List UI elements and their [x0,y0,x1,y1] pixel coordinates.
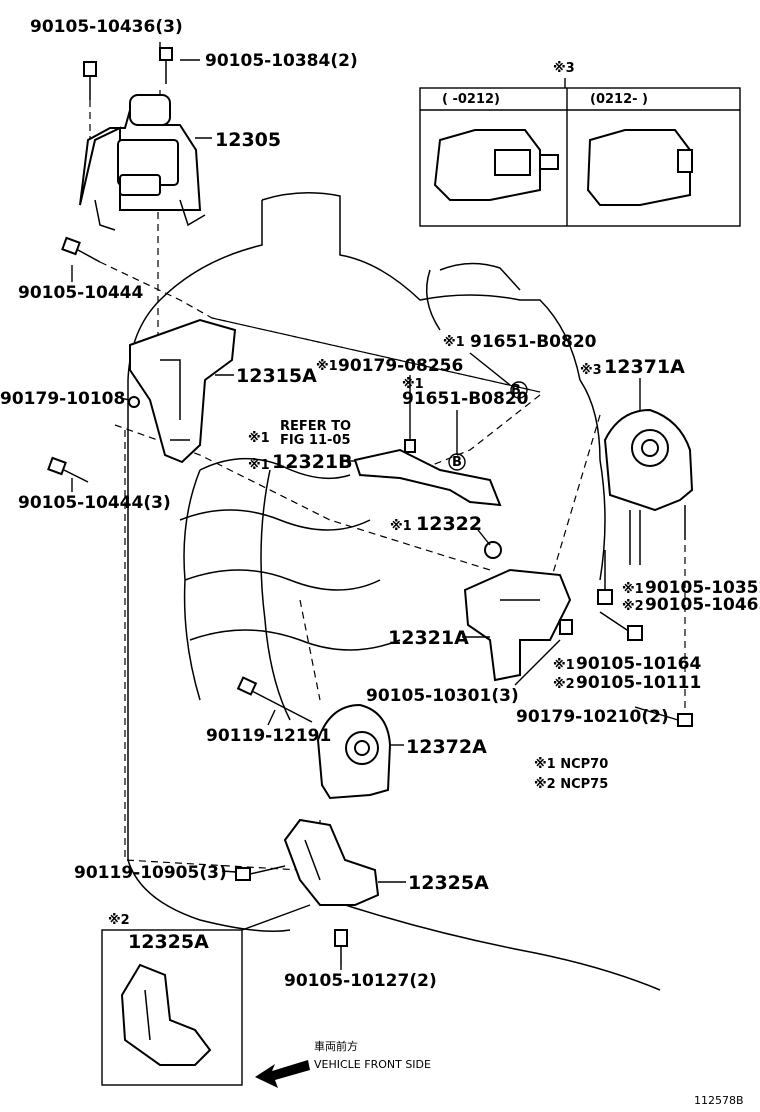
part-12321A-bracket [463,568,573,682]
bolt-90105-10436 [83,61,97,100]
mark-1-c: ※1 [402,377,424,392]
label-90105-10444: 90105-10444 [18,283,144,303]
front-arrow-icon [255,1060,310,1088]
bolt-90105-10164 [599,611,643,641]
label-90179-10210: 90179-10210(2) [516,707,669,727]
mark-1-f: ※1 [390,519,412,534]
mark-3-a: ※3 [580,363,602,378]
part-12321B-bracket [353,381,528,507]
label-90105-10465: 90105-10465 [645,595,760,615]
legend-ncp75: ※2 NCP75 [534,777,608,792]
bolt-90105-10444-3 [47,456,89,483]
bolt-90105-10352 [597,550,613,605]
front-side-english: VEHICLE FRONT SIDE [314,1058,431,1071]
mark-1-d: ※1 [248,431,270,446]
label-12321A: 12321A [388,627,469,649]
callout-b-lower: B [452,455,462,470]
label-12325A: 12325A [408,872,489,894]
label-90119-10905: 90119-10905(3) [74,863,227,883]
part-12325A-bracket [235,818,380,965]
label-12322: 12322 [416,513,482,535]
label-12315A: 12315A [236,365,317,387]
inset-header-left: ( -0212) [442,92,500,107]
part-12372A-mount [236,676,392,800]
label-90179-10108: 90179-10108 [0,389,125,409]
label-90105-10127: 90105-10127(2) [284,971,437,991]
nut-90179-10210 [677,713,693,727]
label-12321B: 12321B [272,451,353,473]
part-12322-nut [484,541,502,559]
mark-1-g: ※1 [622,582,644,597]
label-refer-to: REFER TO [280,419,351,434]
leader-lines [71,42,679,970]
inset-12325A-variant [101,904,311,1086]
label-90105-10444-3: 90105-10444(3) [18,493,171,513]
label-12372A: 12372A [406,736,487,758]
label-90105-10301: 90105-10301(3) [366,686,519,706]
engine-outline [127,192,661,991]
part-12371A-mount [603,408,694,565]
label-91651-B0820-a: 91651-B0820 [470,332,597,352]
front-side-japanese: 車両前方 [314,1039,358,1053]
label-91651-B0820-b: 91651-B0820 [402,389,529,409]
inset-top-mark: ※3 [553,61,575,76]
bolt-90105-10444 [61,236,101,263]
mark-1-b: ※1 [316,359,338,374]
label-12305: 12305 [215,129,281,151]
figure-id: 112578B [694,1094,744,1107]
label-90179-08256: 90179-08256 [338,356,463,376]
inset-variants [419,87,741,227]
mark-2-b: ※2 [553,677,575,692]
mark-2-a: ※2 [622,599,644,614]
label-90105-10384: 90105-10384(2) [205,51,358,71]
part-12305-engine-mount [79,94,206,231]
part-labels: 90105-10436(3) 90105-10384(2) 12305 9010… [0,17,760,1107]
label-90105-10436: 90105-10436(3) [30,17,183,37]
label-90119-12191: 90119-12191 [206,726,331,746]
label-90105-10164: 90105-10164 [576,654,702,674]
mark-1-a: ※1 [443,335,465,350]
mark-1-e: ※1 [248,458,270,473]
inset-bottom-mark: ※2 [108,913,130,928]
label-12371A: 12371A [604,356,685,378]
mark-1-h: ※1 [553,658,575,673]
bolt-90105-10384 [159,47,173,84]
label-90105-10352: 90105-10352 [645,578,760,598]
label-fig: FIG 11-05 [280,433,351,448]
part-12315A-bracket [128,318,237,464]
legend-ncp70: ※1 NCP70 [534,757,608,772]
label-12325A-inset: 12325A [128,931,209,953]
inset-header-right: (0212- ) [590,92,648,107]
callout-b-upper: B [511,383,521,398]
label-90105-10111: 90105-10111 [576,673,701,693]
